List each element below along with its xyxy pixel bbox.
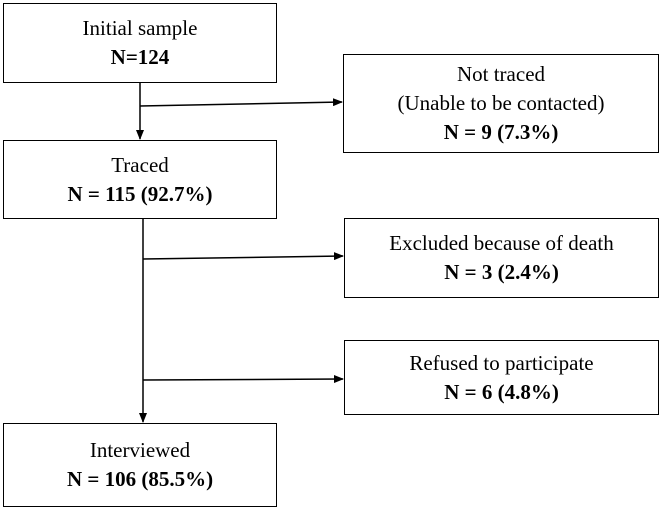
refused-label: Refused to participate <box>409 350 594 375</box>
excluded-death-box: Excluded because of death N = 3 (2.4%) <box>344 218 659 298</box>
initial-sample-box: Initial sample N=124 <box>3 3 277 83</box>
traced-count: N = 115 (92.7%) <box>67 181 213 206</box>
not-traced-reason: (Unable to be contacted) <box>397 91 605 115</box>
interviewed-label: Interviewed <box>89 438 191 462</box>
traced-box: Traced N = 115 (92.7%) <box>3 140 277 219</box>
arrow-to-not-traced <box>139 98 343 107</box>
traced-label: Traced <box>111 152 169 177</box>
interviewed-count: N = 106 (85.5%) <box>66 467 214 491</box>
not-traced-label: Not traced <box>456 62 546 86</box>
interviewed-box: Interviewed N = 106 (85.5%) <box>3 423 277 507</box>
not-traced-count: N = 9 (7.3%) <box>443 120 559 144</box>
arrow-to-excluded <box>142 252 344 261</box>
initial-sample-count: N=124 <box>110 45 170 69</box>
refused-box: Refused to participate N = 6 (4.8%) <box>344 340 659 415</box>
not-traced-box: Not traced (Unable to be contacted) N = … <box>343 54 659 153</box>
initial-sample-label: Initial sample <box>82 16 198 40</box>
refused-count: N = 6 (4.8%) <box>444 379 559 404</box>
arrow-to-refused <box>142 375 344 384</box>
excluded-death-count: N = 3 (2.4%) <box>444 260 559 284</box>
excluded-death-label: Excluded because of death <box>389 231 614 255</box>
